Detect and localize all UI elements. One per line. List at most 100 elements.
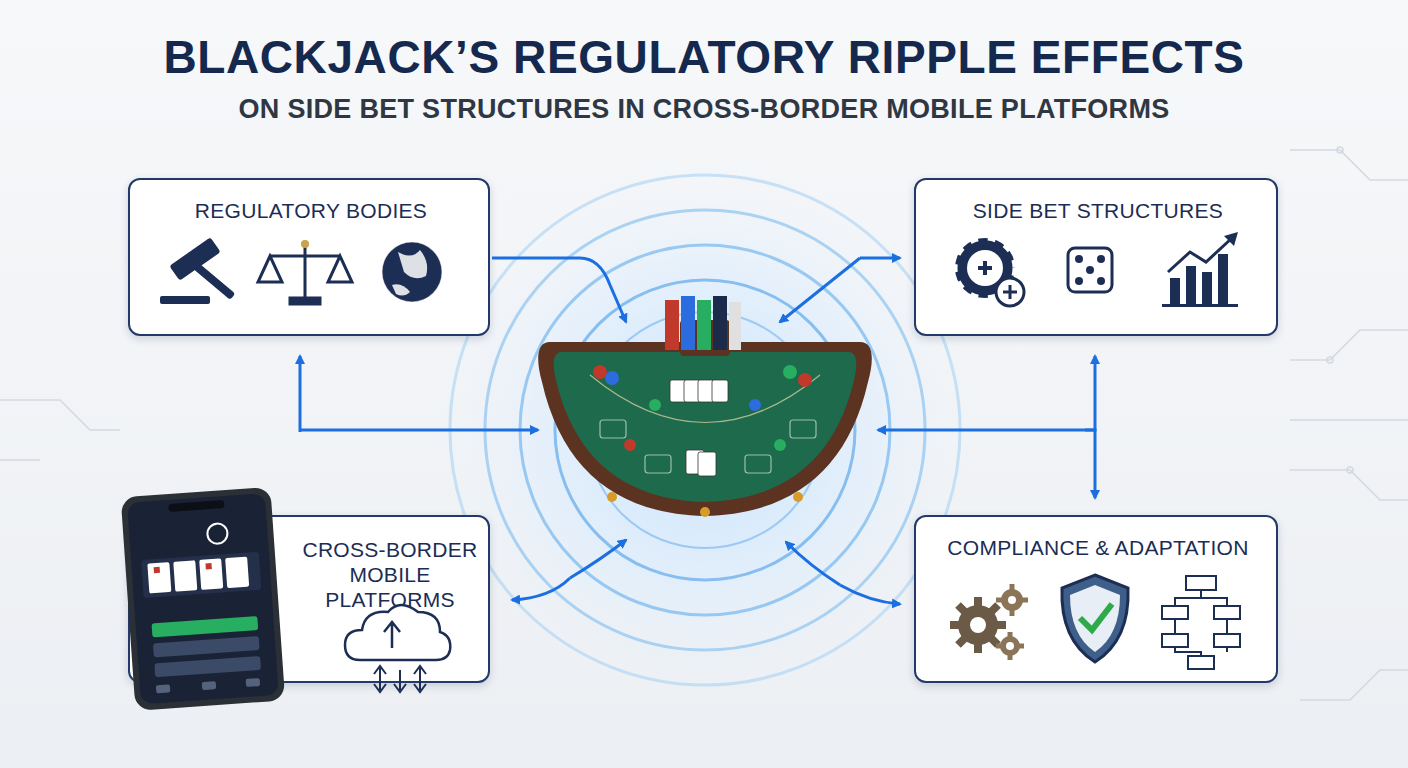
blackjack-table-part xyxy=(607,492,617,502)
circuit-lines-part xyxy=(1347,467,1353,473)
cloud-sync-icon-part xyxy=(414,666,426,692)
blackjack-table-part-part xyxy=(645,455,671,473)
gears-icon-part xyxy=(1008,596,1016,604)
ripple-rings-part xyxy=(555,280,855,580)
flow-arrows-part xyxy=(786,542,840,585)
box-heading: REGULATORY BODIES xyxy=(130,198,492,223)
mobile-phone-part xyxy=(205,563,211,569)
scales-icon-part xyxy=(290,298,320,304)
flow-arrows-part xyxy=(300,429,538,432)
circuit-lines-part xyxy=(1290,419,1408,421)
gears-icon-part xyxy=(958,605,998,645)
circuit-lines-part xyxy=(1290,330,1408,360)
shield-check-icon-part xyxy=(1062,575,1128,662)
gears-icon-part xyxy=(970,617,986,633)
blackjack-table-part-part xyxy=(749,399,761,411)
blackjack-table-part-part xyxy=(686,450,704,474)
ripple-rings-part xyxy=(587,312,823,548)
flowchart-icon-part xyxy=(1162,606,1188,619)
mobile-phone-part xyxy=(156,684,171,693)
growth-chart-icon-part xyxy=(1168,238,1232,272)
chip-plus-icon-part xyxy=(955,238,1015,298)
gavel-icon-part xyxy=(160,296,210,304)
blackjack-table-part-part xyxy=(649,399,661,411)
chip-plus-icon-part xyxy=(955,238,1015,298)
gears-icon-part xyxy=(1000,636,1020,656)
gavel-icon-part xyxy=(193,263,235,300)
gavel-icon xyxy=(160,237,235,304)
flowchart-icon-part xyxy=(1214,634,1240,647)
mobile-phone-part xyxy=(199,558,223,589)
globe-icon-part xyxy=(382,242,442,302)
flow-arrows-part xyxy=(1085,430,1095,498)
dice-icon-part-part xyxy=(1075,255,1083,263)
blackjack-table-part-part xyxy=(712,380,728,402)
flow-arrows-part xyxy=(780,258,860,322)
flow-arrows-part xyxy=(860,257,900,260)
globe-icon-part xyxy=(392,284,410,295)
ripple-rings xyxy=(435,160,975,700)
mobile-phone-part xyxy=(127,493,279,704)
gears-icon-part xyxy=(950,597,1006,653)
gears-icon-part xyxy=(1001,589,1023,611)
gears-icon-part-part xyxy=(950,621,1006,629)
blackjack-table-part-part xyxy=(790,420,816,438)
dice-icon-part-part xyxy=(1097,277,1105,285)
blackjack-table-part-part xyxy=(624,439,636,451)
diagram-title: BLACKJACK’S REGULATORY RIPPLE EFFECTS xyxy=(0,30,1408,84)
cloud-sync-icon xyxy=(345,605,450,692)
mobile-phone-part xyxy=(225,557,249,588)
chip-plus-icon xyxy=(955,238,1024,306)
gears-icon-part-part xyxy=(958,605,998,645)
blackjack-table-part-part xyxy=(698,380,714,402)
shield-check-icon-part xyxy=(1080,604,1112,630)
blackjack-table-part-part xyxy=(745,455,771,473)
gears-icon-part-part xyxy=(996,644,1024,649)
box-heading: CROSS-BORDER MOBILE PLATFORMS xyxy=(290,537,490,613)
mobile-phone xyxy=(121,487,286,711)
flowchart-icon-part xyxy=(1188,656,1214,669)
circuit-lines xyxy=(0,147,1408,700)
dice-icon-part-part xyxy=(1086,266,1094,274)
flow-arrows-part xyxy=(570,540,626,578)
box-heading: COMPLIANCE & ADAPTATION xyxy=(916,535,1280,560)
ripple-rings-part xyxy=(435,160,975,700)
globe-icon-part xyxy=(398,250,427,278)
ripple-rings-part xyxy=(485,210,925,650)
mobile-phone-part xyxy=(168,500,224,512)
shield-check-icon-part xyxy=(1070,585,1120,652)
blackjack-table-part-part xyxy=(593,365,607,379)
blackjack-table xyxy=(538,296,872,517)
gears-icon-part-part xyxy=(974,597,982,653)
gears-icon-part xyxy=(996,584,1028,616)
blackjack-table-part xyxy=(700,507,710,517)
gears-icon-part xyxy=(996,632,1024,660)
chip-plus-icon-part xyxy=(978,261,992,275)
dice-icon xyxy=(1068,248,1112,292)
gears-icon-part xyxy=(1006,642,1014,650)
circuit-lines-part xyxy=(1290,470,1408,500)
blackjack-table-part xyxy=(729,302,741,350)
mobile-phone-part xyxy=(147,562,171,593)
growth-chart-icon-part xyxy=(1186,266,1196,304)
flow-arrows-part xyxy=(840,585,900,604)
blackjack-table-part xyxy=(697,300,711,350)
gears-icon xyxy=(950,584,1028,660)
scales-icon-part xyxy=(258,256,282,282)
cloud-sync-icon-part xyxy=(345,605,450,660)
scales-icon-part xyxy=(301,240,309,248)
ripple-rings-part xyxy=(520,245,890,615)
flow-arrows-part xyxy=(492,258,626,322)
mobile-phone-part xyxy=(202,681,217,690)
cloud-sync-icon-part xyxy=(394,670,406,692)
scales-icon xyxy=(258,240,352,304)
blackjack-table-part-part xyxy=(774,439,786,451)
flow-arrows xyxy=(300,258,1095,604)
growth-chart-icon-part xyxy=(1202,272,1212,304)
box-heading: SIDE BET STRUCTURES xyxy=(916,198,1280,223)
flowchart-icon xyxy=(1162,576,1240,669)
cloud-sync-icon-part xyxy=(384,622,400,648)
scales-icon-part xyxy=(304,242,307,300)
mobile-phone-part xyxy=(154,567,160,573)
